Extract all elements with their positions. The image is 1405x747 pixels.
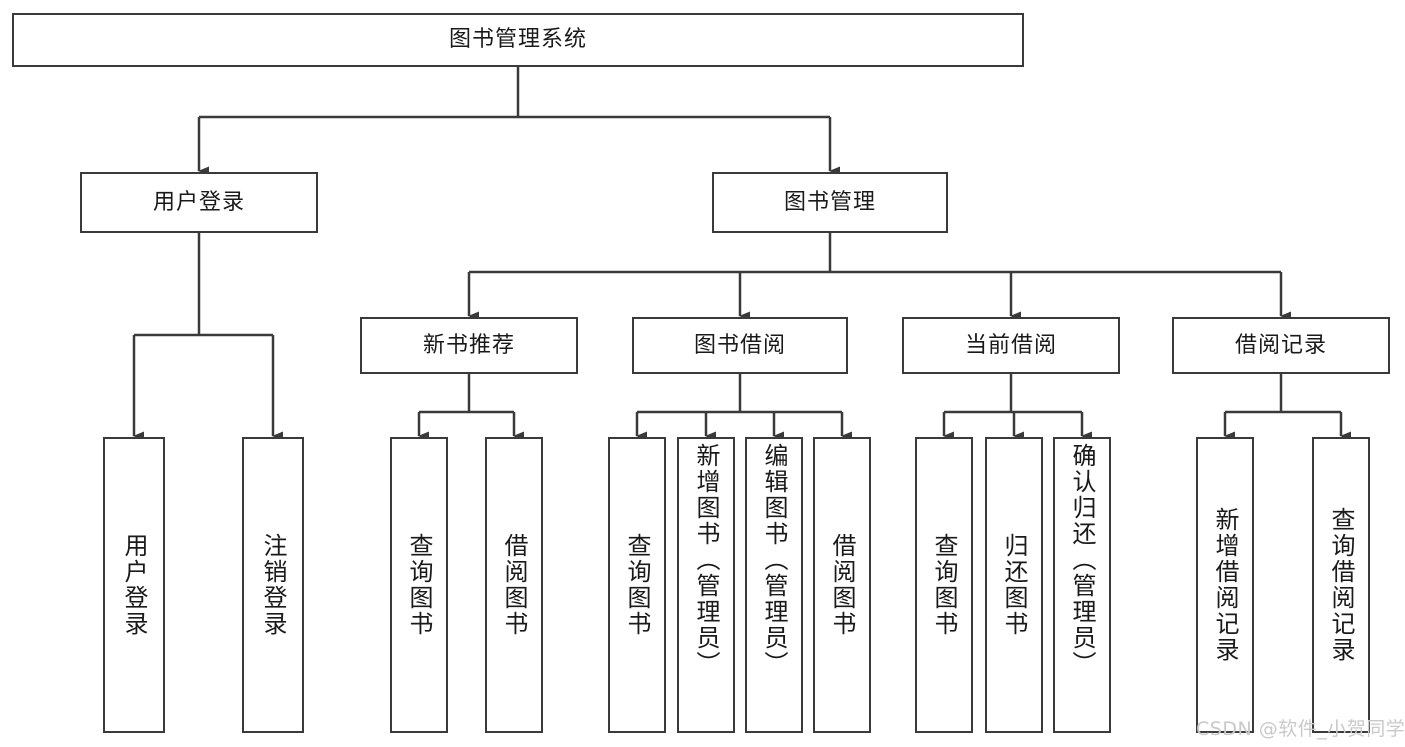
csdn-watermark: CSDN @软件_小贺同学: [1196, 718, 1405, 740]
leaf-edit-book-admin-label: 编辑图书（管理员）: [760, 443, 788, 677]
leaf-return-book[interactable]: 归还图书: [985, 437, 1043, 733]
node-current-borrow[interactable]: 当前借阅: [902, 317, 1120, 374]
node-root[interactable]: 图书管理系统: [12, 13, 1024, 67]
leaf-borrow-book-2-label: 借阅图书: [828, 533, 856, 637]
leaf-query-book-2-label: 查询图书: [623, 533, 651, 637]
leaf-add-book-admin-label: 新增图书（管理员）: [692, 443, 720, 677]
node-user-login[interactable]: 用户登录: [80, 172, 318, 233]
leaf-query-borrow-record[interactable]: 查询借阅记录: [1312, 437, 1370, 733]
leaf-add-borrow-record[interactable]: 新增借阅记录: [1196, 437, 1254, 733]
leaf-return-book-label: 归还图书: [1000, 533, 1028, 637]
leaf-borrow-book-1[interactable]: 借阅图书: [485, 437, 543, 733]
node-root-label: 图书管理系统: [448, 27, 587, 53]
leaf-query-book-1-label: 查询图书: [405, 533, 433, 637]
leaf-query-book-2[interactable]: 查询图书: [608, 437, 666, 733]
leaf-confirm-return-admin-label: 确认归还（管理员）: [1068, 443, 1096, 677]
node-book-borrow[interactable]: 图书借阅: [632, 317, 848, 374]
tree-edges: [132, 67, 1351, 441]
leaf-query-book-1[interactable]: 查询图书: [390, 437, 448, 733]
leaf-confirm-return-admin[interactable]: 确认归还（管理员）: [1053, 437, 1111, 733]
node-book-management-label: 图书管理: [783, 189, 876, 215]
node-new-book-recommend[interactable]: 新书推荐: [360, 317, 578, 374]
leaf-query-book-3-label: 查询图书: [930, 533, 958, 637]
leaf-query-borrow-record-label: 查询借阅记录: [1327, 507, 1355, 663]
node-book-management[interactable]: 图书管理: [712, 172, 948, 233]
node-book-borrow-label: 图书借阅: [693, 332, 786, 358]
leaf-borrow-book-2[interactable]: 借阅图书: [813, 437, 871, 733]
node-user-login-label: 用户登录: [152, 189, 245, 215]
leaf-add-borrow-record-label: 新增借阅记录: [1211, 507, 1239, 663]
leaf-user-logout-label: 注销登录: [259, 533, 287, 637]
node-new-book-recommend-label: 新书推荐: [422, 332, 515, 358]
leaf-user-login[interactable]: 用户登录: [103, 437, 165, 733]
leaf-user-logout[interactable]: 注销登录: [242, 437, 304, 733]
node-borrow-record[interactable]: 借阅记录: [1172, 317, 1390, 374]
leaf-user-login-label: 用户登录: [120, 533, 148, 637]
leaf-query-book-3[interactable]: 查询图书: [915, 437, 973, 733]
leaf-edit-book-admin[interactable]: 编辑图书（管理员）: [745, 437, 803, 733]
node-borrow-record-label: 借阅记录: [1234, 332, 1327, 358]
node-current-borrow-label: 当前借阅: [964, 332, 1057, 358]
leaf-add-book-admin[interactable]: 新增图书（管理员）: [677, 437, 735, 733]
leaf-borrow-book-1-label: 借阅图书: [500, 533, 528, 637]
